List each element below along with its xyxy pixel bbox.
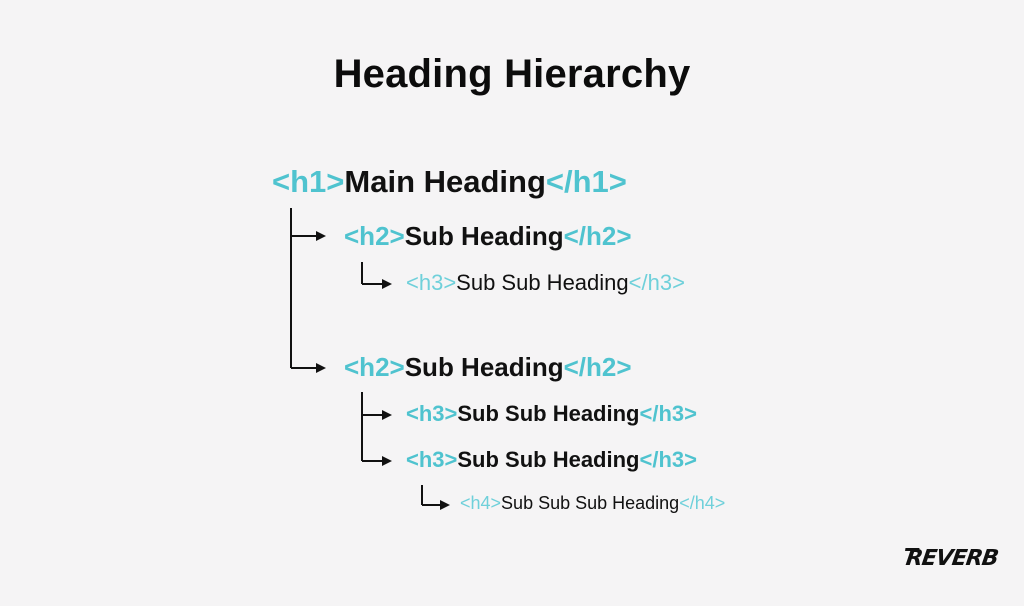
close-tag: </h3> — [639, 401, 697, 426]
close-tag: </h4> — [679, 493, 726, 513]
heading-text: Sub Sub Heading — [457, 401, 640, 426]
h1-node: <h1>Main Heading</h1> — [272, 164, 627, 200]
h3-node: <h3>Sub Sub Heading</h3> — [406, 447, 697, 473]
open-tag: <h4> — [460, 493, 502, 513]
h2-node: <h2>Sub Heading</h2> — [344, 221, 632, 252]
arrowhead-h3-c — [382, 456, 392, 466]
close-tag: </h3> — [628, 270, 685, 295]
heading-text: Main Heading — [344, 164, 546, 199]
heading-text: Sub Sub Heading — [457, 447, 640, 472]
open-tag: <h3> — [406, 447, 458, 472]
h2-node: <h2>Sub Heading</h2> — [344, 352, 632, 383]
h3-node: <h3>Sub Sub Heading</h3> — [406, 270, 685, 296]
heading-text: Sub Heading — [404, 352, 564, 382]
h4-node: <h4>Sub Sub Sub Heading</h4> — [460, 493, 725, 514]
close-tag: </h3> — [639, 447, 697, 472]
reverb-logo: REVERB — [904, 546, 1000, 571]
heading-text: Sub Heading — [404, 221, 564, 251]
arrowhead-h2-a — [316, 231, 326, 241]
open-tag: <h1> — [272, 164, 345, 199]
close-tag: </h1> — [545, 164, 627, 199]
close-tag: </h2> — [563, 352, 632, 382]
heading-text: Sub Sub Heading — [456, 270, 629, 295]
open-tag: <h3> — [406, 401, 458, 426]
arrowhead-h4 — [440, 500, 450, 510]
close-tag: </h2> — [563, 221, 632, 251]
open-tag: <h2> — [344, 221, 405, 251]
open-tag: <h2> — [344, 352, 405, 382]
open-tag: <h3> — [406, 270, 457, 295]
h3-node: <h3>Sub Sub Heading</h3> — [406, 401, 697, 427]
diagram-title: Heading Hierarchy — [333, 52, 691, 96]
arrowhead-h2-b — [316, 363, 326, 373]
arrowhead-h3-b — [382, 410, 392, 420]
arrowhead-h3-a — [382, 279, 392, 289]
heading-text: Sub Sub Sub Heading — [501, 493, 680, 513]
